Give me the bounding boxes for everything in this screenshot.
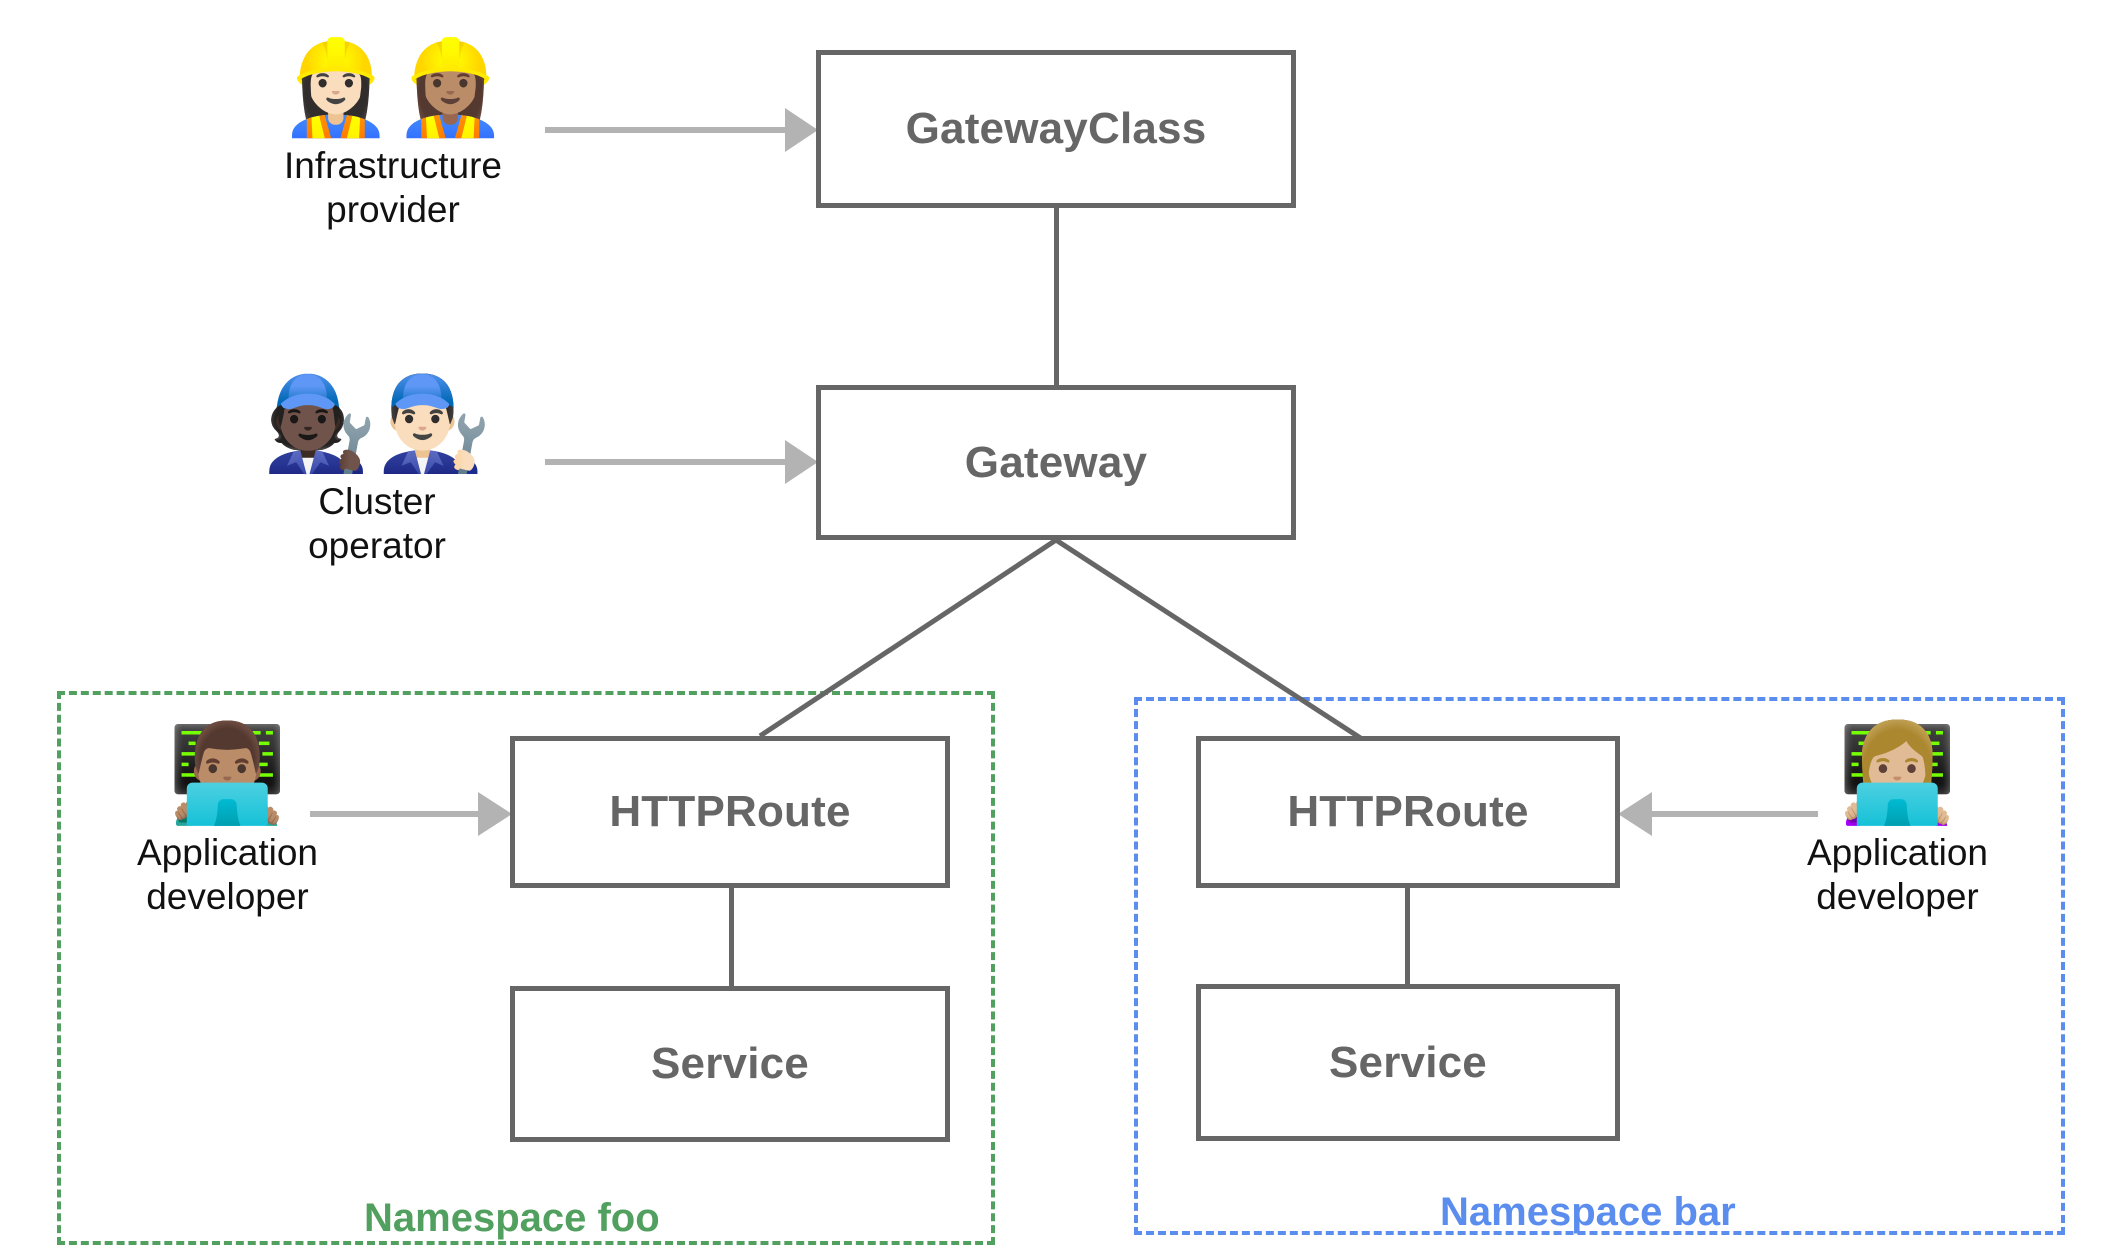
httproute-foo-box[interactable]: HTTPRoute bbox=[510, 736, 950, 888]
gateway-label: Gateway bbox=[964, 437, 1148, 487]
httproute-bar-label: HTTPRoute bbox=[1287, 787, 1529, 836]
arrow-infra-to-gatewayclass bbox=[545, 108, 818, 152]
connector-gatewayclass-gateway bbox=[1054, 205, 1059, 387]
service-bar-label: Service bbox=[1329, 1037, 1487, 1087]
httproute-foo-label: HTTPRoute bbox=[609, 787, 851, 836]
application-developer-foo-icons: 👨🏽‍💻 bbox=[168, 725, 288, 821]
gateway-box[interactable]: Gateway bbox=[816, 385, 1296, 540]
cluster-operator-icons: 🧑🏿‍🔧 👨🏻‍🔧 bbox=[262, 378, 491, 470]
namespace-foo-container bbox=[57, 691, 995, 1245]
arrow-operator-to-gateway bbox=[545, 440, 818, 484]
service-bar-box[interactable]: Service bbox=[1196, 984, 1620, 1141]
service-foo-label: Service bbox=[651, 1039, 809, 1088]
woman-technologist-blonde-icon: 👩🏼‍💻 bbox=[1837, 717, 1958, 829]
gatewayclass-label: GatewayClass bbox=[905, 104, 1207, 153]
httproute-bar-box[interactable]: HTTPRoute bbox=[1196, 736, 1620, 888]
actor-cluster-operator: 🧑🏿‍🔧 👨🏻‍🔧 Cluster operator bbox=[262, 378, 491, 567]
woman-construction-worker-medium-icon: 👷🏽‍♀️ bbox=[393, 34, 508, 141]
woman-construction-worker-light-icon: 👷🏻‍♀️ bbox=[278, 34, 393, 141]
namespace-bar-label: Namespace bar bbox=[1440, 1190, 1736, 1234]
actor-application-developer-foo: 👨🏽‍💻 Application developer bbox=[120, 725, 335, 918]
application-developer-bar-icons: 👩🏼‍💻 bbox=[1838, 725, 1958, 821]
connector-httproute-service-bar bbox=[1405, 886, 1410, 986]
man-technologist-medium-icon: 👨🏽‍💻 bbox=[167, 717, 288, 829]
application-developer-bar-caption: Application developer bbox=[1806, 832, 1988, 917]
infrastructure-provider-caption: Infrastructure provider bbox=[284, 145, 502, 230]
actor-application-developer-bar: 👩🏼‍💻 Application developer bbox=[1790, 725, 2005, 918]
man-mechanic-light-icon: 👨🏻‍🔧 bbox=[377, 370, 492, 477]
connector-httproute-service-foo bbox=[729, 886, 734, 988]
person-mechanic-dark-icon: 🧑🏿‍🔧 bbox=[262, 370, 377, 477]
namespace-foo-label: Namespace foo bbox=[364, 1196, 660, 1240]
infrastructure-provider-icons: 👷🏻‍♀️ 👷🏽‍♀️ bbox=[278, 42, 507, 134]
gatewayclass-box[interactable]: GatewayClass bbox=[816, 50, 1296, 208]
actor-infrastructure-provider: 👷🏻‍♀️ 👷🏽‍♀️ Infrastructure provider bbox=[278, 42, 507, 231]
application-developer-foo-caption: Application developer bbox=[136, 832, 318, 917]
namespace-bar-container bbox=[1134, 697, 2065, 1235]
service-foo-box[interactable]: Service bbox=[510, 986, 950, 1142]
cluster-operator-caption: Cluster operator bbox=[308, 481, 446, 566]
